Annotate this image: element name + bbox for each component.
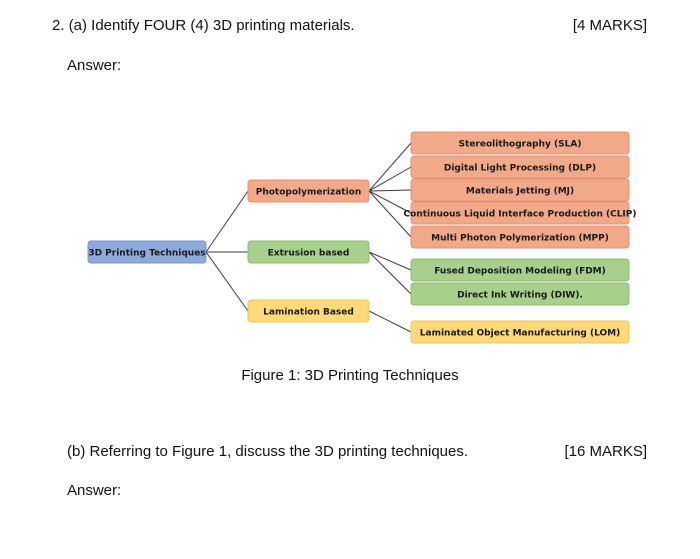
leaf-box	[410, 258, 630, 282]
leaf-box	[410, 225, 630, 249]
diagram-connectors	[205, 142, 412, 333]
leaf-mpp: Multi Photon Polymerization (MPP)	[410, 225, 630, 249]
leaf-box	[410, 155, 630, 179]
connector-line	[205, 251, 249, 312]
root-node: 3D Printing Techniques	[87, 240, 207, 264]
question-a-answer-label: Answer:	[67, 57, 122, 74]
techniques-diagram: 3D Printing Techniques Photopolymerizati…	[87, 131, 637, 344]
question-a-text: 2. (a) Identify FOUR (4) 3D printing mat…	[52, 17, 355, 34]
connector-line	[368, 251, 412, 295]
question-a-marks: [4 MARKS]	[572, 17, 647, 34]
branch-label: Lamination Based	[263, 308, 354, 318]
leaf-label: Multi Photon Polymerization (MPP)	[431, 234, 609, 244]
leaf-label: Fused Deposition Modeling (FDM)	[434, 267, 606, 277]
root-node-box	[87, 240, 207, 264]
connector-line	[368, 166, 412, 192]
branch-label: Extrusion based	[268, 249, 350, 259]
leaf-label: Materials Jetting (MJ)	[466, 187, 574, 197]
leaf-label: Digital Light Processing (DLP)	[444, 164, 596, 174]
branch-photopolymerization: Photopolymerization	[247, 179, 370, 203]
leaf-dlp: Digital Light Processing (DLP)	[410, 155, 630, 179]
question-b-answer-label: Answer:	[67, 482, 122, 499]
leaf-fdm: Fused Deposition Modeling (FDM)	[410, 258, 630, 282]
branch-box	[247, 299, 370, 323]
leaf-lom: Laminated Object Manufacturing (LOM)	[410, 320, 630, 344]
branch-extrusion: Extrusion based	[247, 240, 370, 264]
root-node-label: 3D Printing Techniques	[88, 249, 205, 259]
leaf-label: Laminated Object Manufacturing (LOM)	[420, 329, 620, 339]
leaf-label: Continuous Liquid Interface Production (…	[404, 210, 637, 220]
leaf-label: Direct Ink Writing (DIW).	[457, 291, 583, 301]
branch-box	[247, 179, 370, 203]
connector-line	[368, 251, 412, 271]
connector-line	[205, 190, 249, 253]
branch-box	[247, 240, 370, 264]
leaf-mj: Materials Jetting (MJ)	[410, 178, 630, 202]
question-b-text: (b) Referring to Figure 1, discuss the 3…	[67, 443, 469, 460]
leaf-box	[410, 178, 630, 202]
leaf-sla: Stereolithography (SLA)	[410, 131, 630, 155]
connector-line	[368, 190, 412, 214]
leaf-box	[410, 282, 630, 306]
leaf-clip: Continuous Liquid Interface Production (…	[404, 201, 637, 225]
leaf-box	[410, 320, 630, 344]
leaf-box	[410, 131, 630, 155]
connector-line	[368, 190, 412, 238]
leaf-diw: Direct Ink Writing (DIW).	[410, 282, 630, 306]
figure-caption: Figure 1: 3D Printing Techniques	[241, 367, 459, 384]
connector-line	[368, 310, 412, 333]
question-b-marks: [16 MARKS]	[564, 443, 647, 460]
leaf-box	[410, 201, 630, 225]
leaf-label: Stereolithography (SLA)	[459, 140, 582, 150]
connector-line	[368, 189, 412, 192]
connector-line	[368, 142, 412, 192]
branch-lamination: Lamination Based	[247, 299, 370, 323]
branch-label: Photopolymerization	[256, 188, 362, 198]
